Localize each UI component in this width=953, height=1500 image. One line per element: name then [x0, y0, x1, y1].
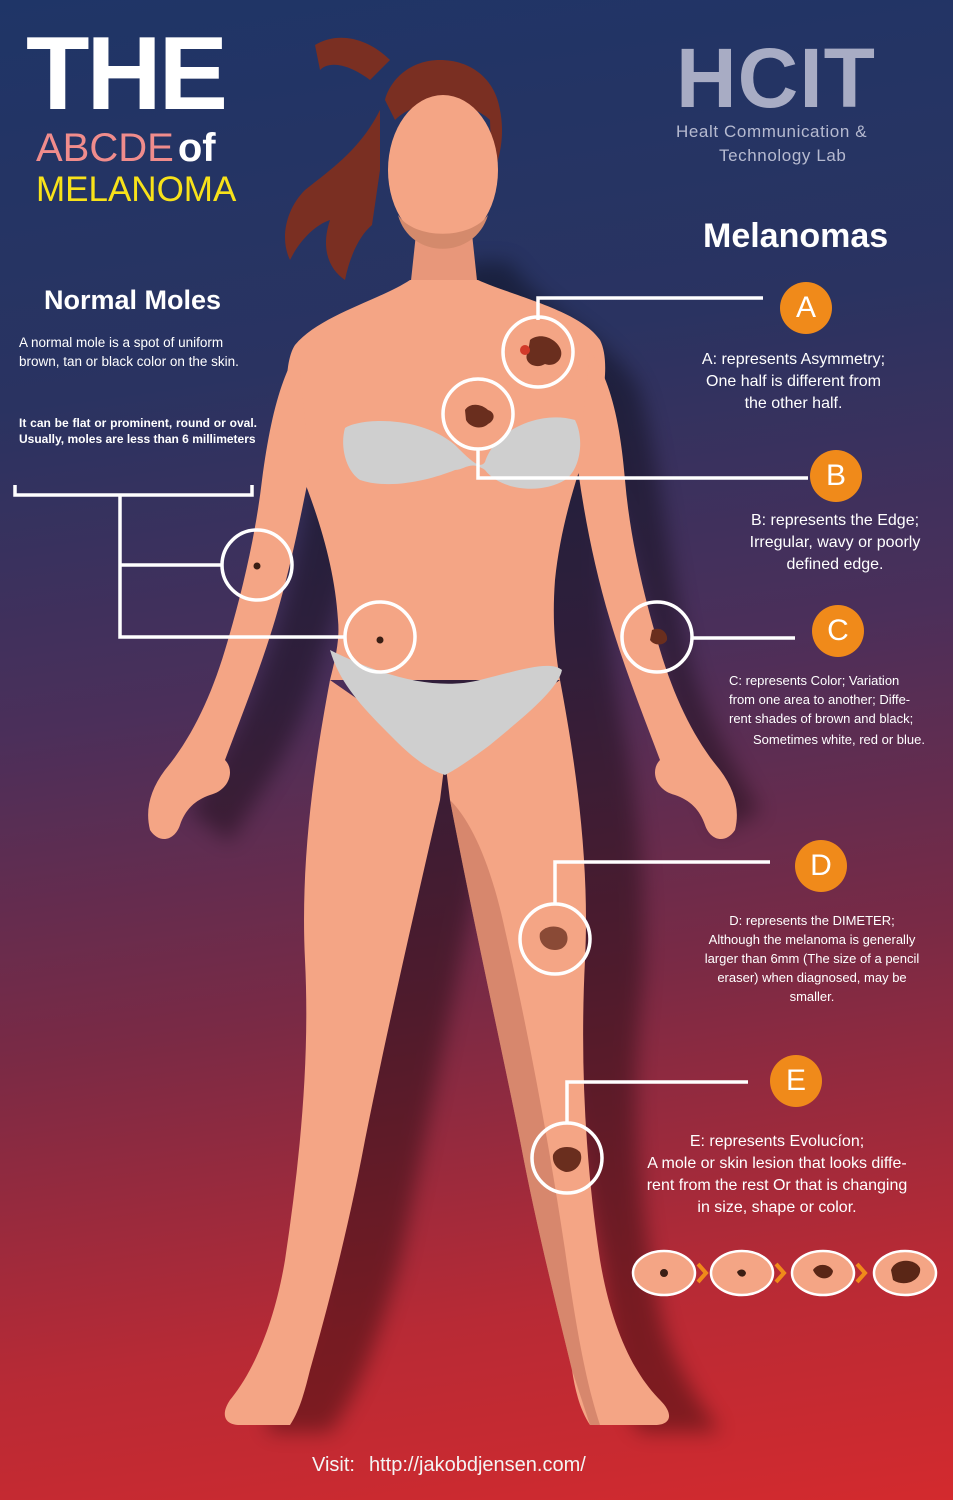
evolution-arrow-3 — [855, 1262, 868, 1284]
description-e-line1: E: represents Evolucíon; — [689, 1133, 865, 1150]
description-d-line5: smaller. — [789, 989, 835, 1004]
description-a-line3: the other half. — [744, 395, 843, 412]
title-of: of — [177, 126, 216, 170]
hair-top — [315, 37, 390, 80]
evolution-arrow-1 — [696, 1262, 709, 1284]
visit-label: Visit: — [312, 1454, 355, 1476]
description-e-line4: in size, shape or color. — [697, 1199, 857, 1216]
evolution-arrow-2 — [774, 1262, 787, 1284]
leg-shading — [450, 800, 600, 1425]
circle-e — [530, 1121, 604, 1195]
mole-normal-navel — [376, 636, 384, 644]
badge-d: D — [795, 840, 847, 892]
description-d-line4: eraser) when diagnosed, may be — [717, 970, 907, 985]
title-abcde: ABCDE — [36, 126, 174, 170]
description-b-line3: defined edge. — [786, 556, 884, 573]
underwear — [330, 650, 562, 775]
badge-a: A — [780, 282, 832, 334]
leg-right — [445, 680, 670, 1425]
mole-e — [552, 1146, 582, 1172]
callout-line-d — [553, 860, 770, 905]
description-c-line3: rent shades of brown and black; — [729, 711, 914, 726]
description-c-line4: Sometimes white, red or blue. — [753, 732, 925, 747]
melanomas-heading: Melanomas — [703, 217, 889, 255]
arm-right — [578, 350, 737, 840]
description-a-line2: One half is different from — [706, 373, 881, 390]
mole-b — [465, 404, 494, 428]
hair-ponytail — [285, 110, 380, 280]
description-e-line3: rent from the rest Or that is changing — [646, 1177, 908, 1194]
circle-d — [518, 902, 592, 976]
logo-subtitle-line2: Technology Lab — [719, 146, 847, 165]
leg-left — [224, 680, 445, 1425]
mole-a-red — [520, 345, 530, 355]
description-c: C: represents Color; Variation from one … — [729, 671, 949, 749]
bra — [343, 417, 581, 489]
normal-moles-text2: It can be flat or prominent, round or ov… — [19, 416, 257, 446]
mole-c — [650, 628, 668, 645]
footer-visit: Visit: http://jakobdjensen.com/ — [312, 1454, 586, 1477]
badge-e: E — [770, 1055, 822, 1107]
circle-normal-arm — [220, 528, 294, 602]
torso — [286, 280, 606, 680]
badge-c: C — [812, 605, 864, 657]
normal-moles-text1: A normal mole is a spot of uniform brown… — [19, 335, 239, 369]
visit-url-link[interactable]: http://jakobdjensen.com/ — [368, 1454, 586, 1476]
callout-line-b — [476, 448, 808, 480]
face-shadow — [398, 215, 488, 249]
hair — [385, 60, 503, 175]
description-e: E: represents Evolucíon; A mole or skin … — [622, 1131, 932, 1219]
mole-d — [539, 926, 568, 950]
description-b-line2: Irregular, wavy or poorly — [749, 534, 921, 551]
description-d: D: represents the DIMETER; Although the … — [687, 911, 937, 1006]
face — [388, 95, 498, 245]
description-d-line1: D: represents the DIMETER; — [729, 913, 895, 928]
title-the: THE — [26, 16, 228, 132]
description-c-line2: from one area to another; Diffe- — [729, 692, 911, 707]
description-a: A: represents Asymmetry; One half is dif… — [676, 349, 911, 415]
callout-line-a — [536, 296, 763, 320]
normal-moles-heading: Normal Moles — [44, 285, 222, 315]
circle-b — [441, 377, 515, 451]
arm-left — [148, 350, 310, 840]
description-b: B: represents the Edge; Irregular, wavy … — [725, 510, 945, 576]
mole-normal-arm — [253, 562, 261, 570]
description-a-line1: A: represents Asymmetry; — [701, 351, 886, 368]
mole-a — [526, 336, 562, 367]
circle-c — [620, 600, 694, 674]
hcit-logo: HCIT — [676, 31, 876, 125]
callout-line-e — [565, 1080, 748, 1124]
badge-b: B — [810, 450, 862, 502]
normal-bracket — [13, 485, 345, 639]
description-e-line2: A mole or skin lesion that looks diffe- — [647, 1155, 907, 1172]
title-melanoma: MELANOMA — [36, 170, 237, 209]
logo-subtitle-line1: Healt Communication & — [676, 122, 868, 141]
description-b-line1: B: represents the Edge; — [750, 512, 920, 529]
evolution-sequence — [631, 1249, 938, 1297]
description-d-line2: Although the melanoma is generally — [708, 932, 916, 947]
description-d-line3: larger than 6mm (The size of a pencil — [704, 951, 920, 966]
circle-a — [501, 315, 575, 389]
description-c-line1: C: represents Color; Variation — [729, 673, 900, 688]
circle-normal-navel — [343, 600, 417, 674]
